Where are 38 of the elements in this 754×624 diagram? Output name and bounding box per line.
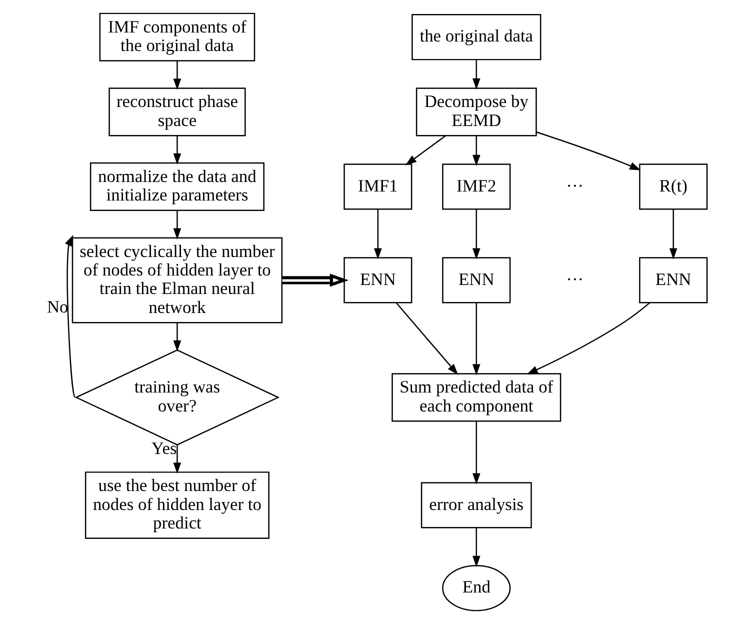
- arrow: [396, 302, 458, 375]
- label: ···: [566, 175, 584, 196]
- arrow: [173, 136, 182, 165]
- arrow: [472, 303, 480, 376]
- arrow: [472, 422, 480, 484]
- arrow: [472, 136, 480, 166]
- arrow: [374, 210, 382, 260]
- node-box: Decompose by EEMD: [416, 88, 537, 136]
- node-box: normalize the data and initialize parameters: [90, 162, 264, 212]
- arrow: [526, 302, 650, 374]
- arrow: [472, 528, 480, 568]
- node-box: select cyclically the number of nodes of hidden layer to train the Elman neural network: [72, 237, 283, 324]
- node-box: IMF2: [442, 164, 511, 210]
- edge-label: No: [46, 296, 68, 316]
- node-box: reconstruct phase space: [108, 88, 246, 136]
- label: ···: [566, 268, 584, 289]
- node-box: ENN: [344, 257, 412, 304]
- node-box: error analysis: [420, 482, 532, 528]
- arrow: [536, 131, 641, 170]
- node-box: the original data: [412, 14, 542, 60]
- arrow: [64, 234, 76, 398]
- node-box: IMF components of the original data: [99, 12, 256, 62]
- arrow: [669, 210, 678, 260]
- node-box: Sum predicted data of each component: [392, 373, 562, 422]
- node-box: ENN: [639, 257, 708, 304]
- node-box: use the best number of nodes of hidden layer to predict: [84, 472, 270, 539]
- arrow: [472, 210, 480, 260]
- arrow: [282, 274, 349, 287]
- node-ellipse: End: [442, 565, 511, 612]
- arrow: [173, 322, 182, 352]
- node-box: R(t): [639, 164, 708, 210]
- arrow: [472, 60, 480, 90]
- arrow: [173, 60, 182, 90]
- arrow: [405, 135, 446, 166]
- arrow: [173, 445, 182, 474]
- node-box: IMF1: [344, 164, 412, 210]
- arrow: [173, 210, 182, 240]
- node-box: ENN: [442, 257, 511, 304]
